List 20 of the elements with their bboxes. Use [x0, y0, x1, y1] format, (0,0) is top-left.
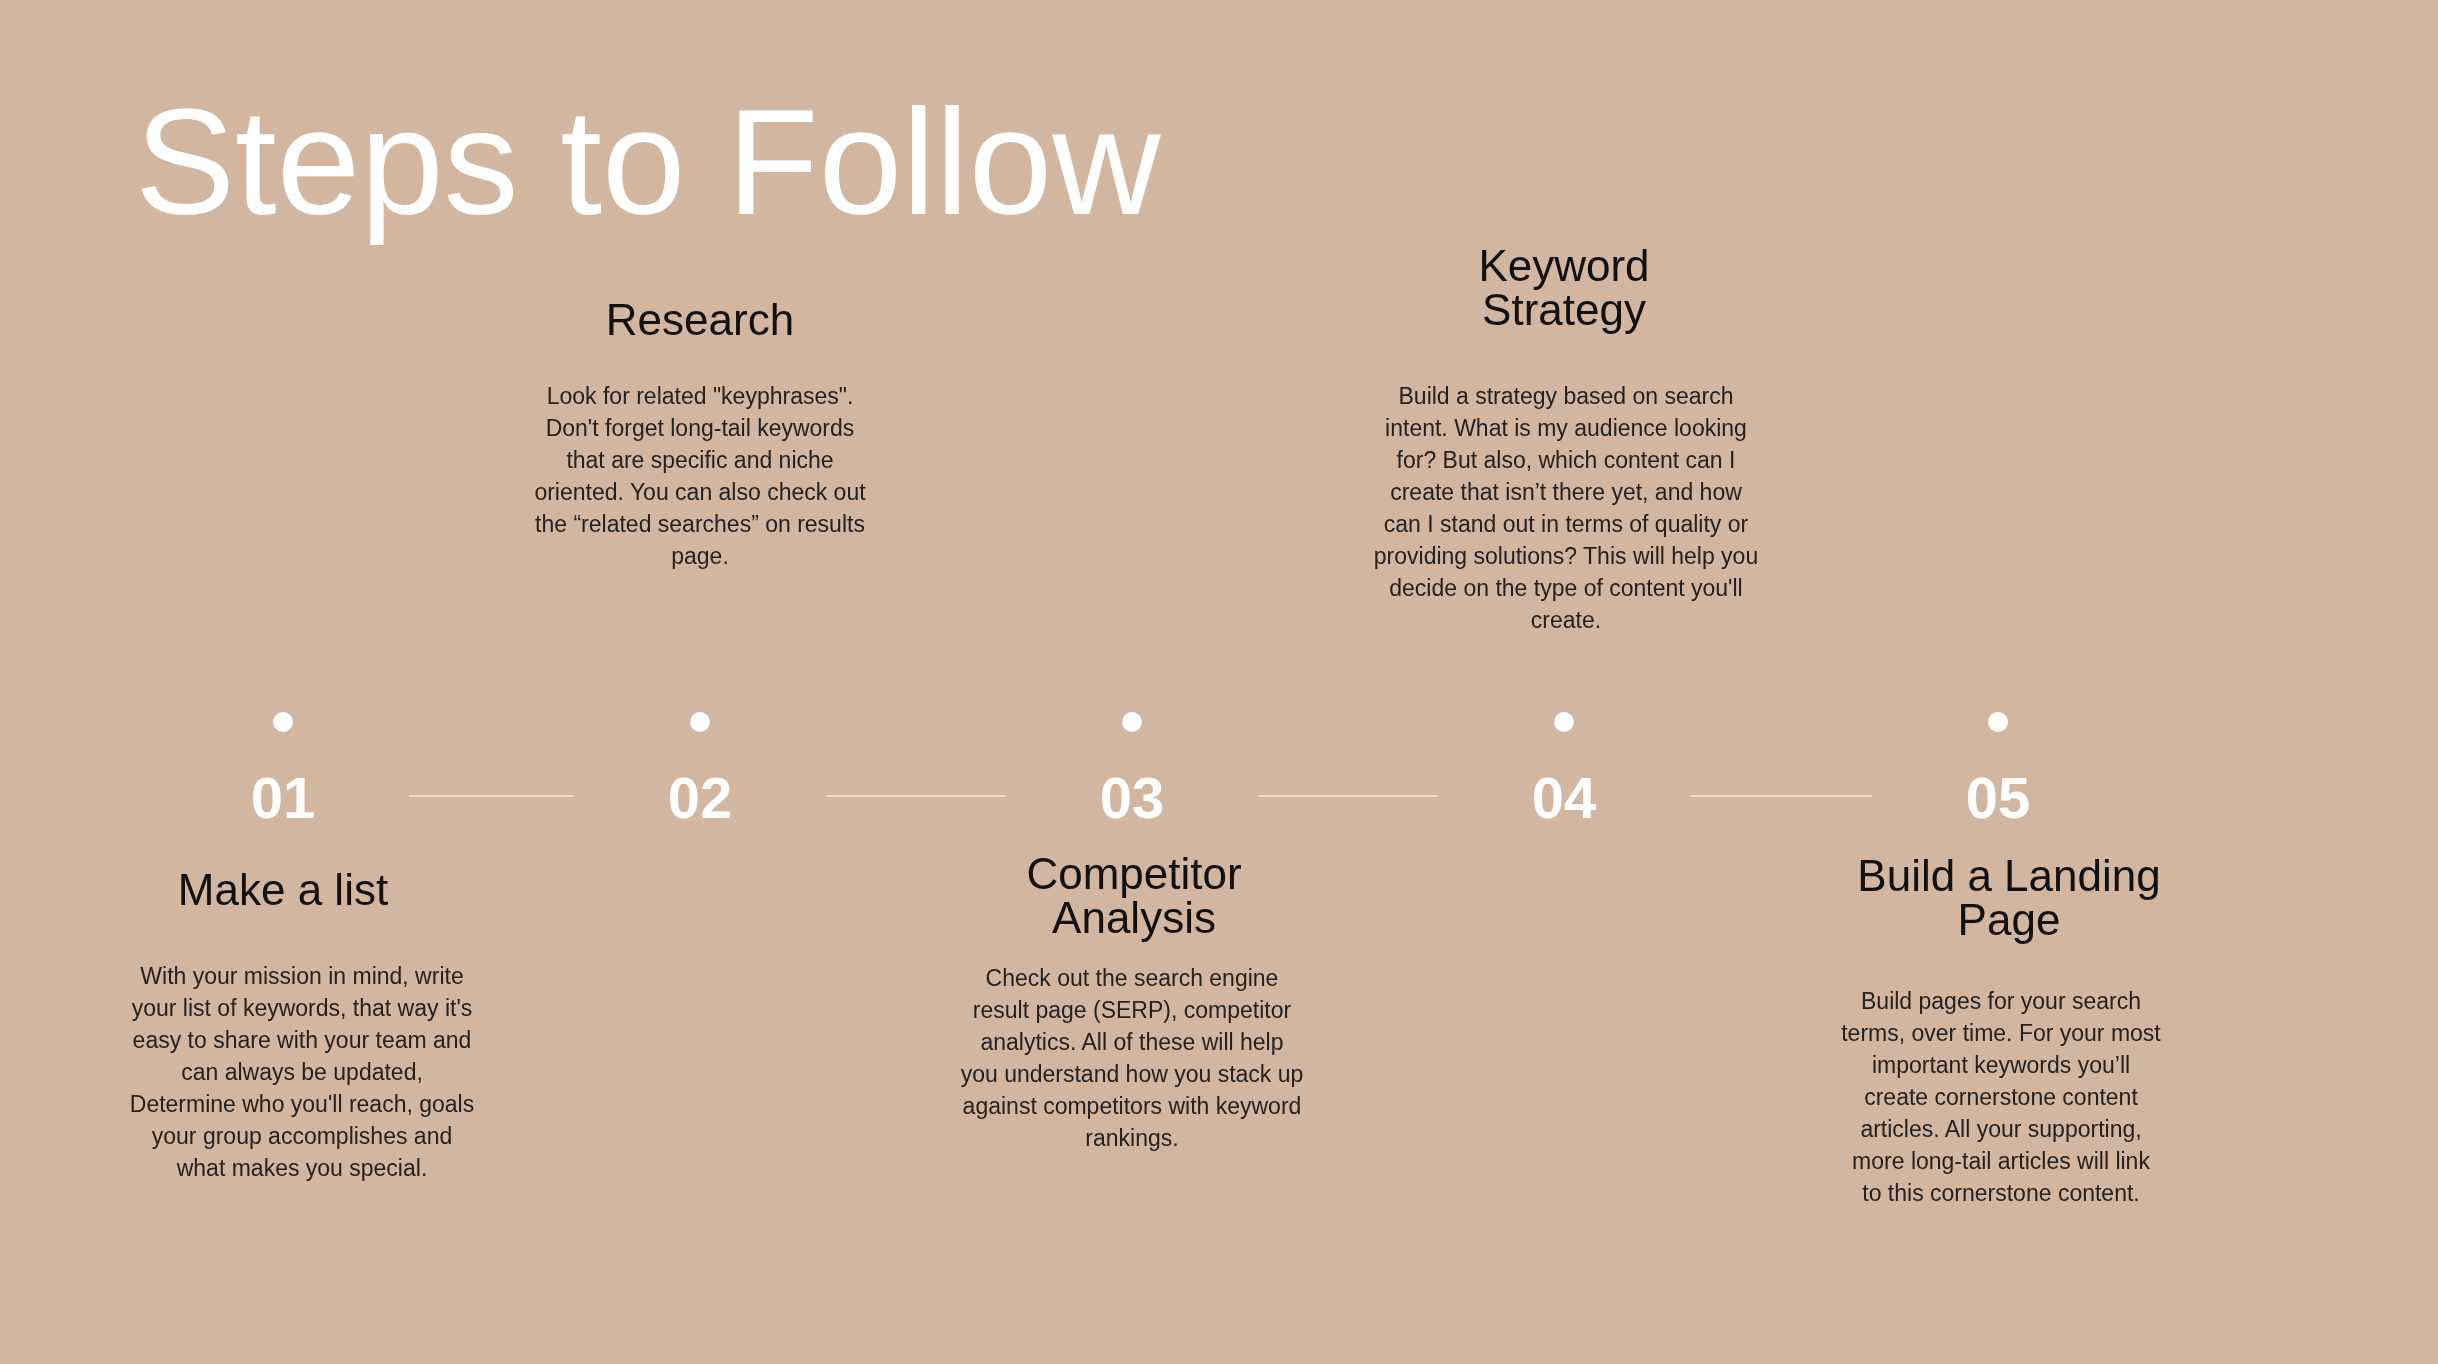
step-description: With your mission in mind, write your list of keywords, that way it's easy to share with your team and can always be updated, Determine who you'll reach, goals your group accomplishes and what makes you special.: [129, 962, 475, 1183]
step-number: 01: [157, 760, 409, 836]
step-description: Build pages for your search terms, over time. For your most important keywords you’ll create cornerstone content articles. All your supporting, more long-tail articles will link to this cornerstone content.: [1841, 987, 2161, 1208]
connector-line: [825, 795, 1007, 797]
step-heading: Build a Landing Page: [1856, 854, 2162, 942]
step-heading: Make a list: [176, 868, 390, 912]
step-heading: Keyword Strategy: [1477, 244, 1651, 332]
step-description: Check out the search engine result page (SERP), competitor analytics. All of these will help you understand how you stack up against competitors with keyword rankings.: [959, 964, 1305, 1153]
step-heading: Research: [604, 298, 796, 342]
step-description: Build a strategy based on search intent. What is my audience looking for? But also, which content can I create that isn’t there yet, and how can I stand out in terms of quality or providing solutions? This will help you decide on the type of content you'll create.: [1373, 382, 1759, 635]
step-number: 03: [1006, 760, 1258, 836]
connector-line: [1257, 795, 1439, 797]
step-heading: Competitor Analysis: [1025, 852, 1243, 940]
step-number: 05: [1872, 760, 2124, 836]
step-number: 02: [574, 760, 826, 836]
connector-line: [408, 795, 575, 797]
connector-line: [1689, 795, 1873, 797]
title: Steps to Follow: [135, 80, 1161, 245]
step-number: 04: [1438, 760, 1690, 836]
step-description: Look for related "keyphrases". Don't forget long-tail keywords that are specific and niche oriented. You can also check out the “related searches” on results page.: [533, 382, 867, 571]
